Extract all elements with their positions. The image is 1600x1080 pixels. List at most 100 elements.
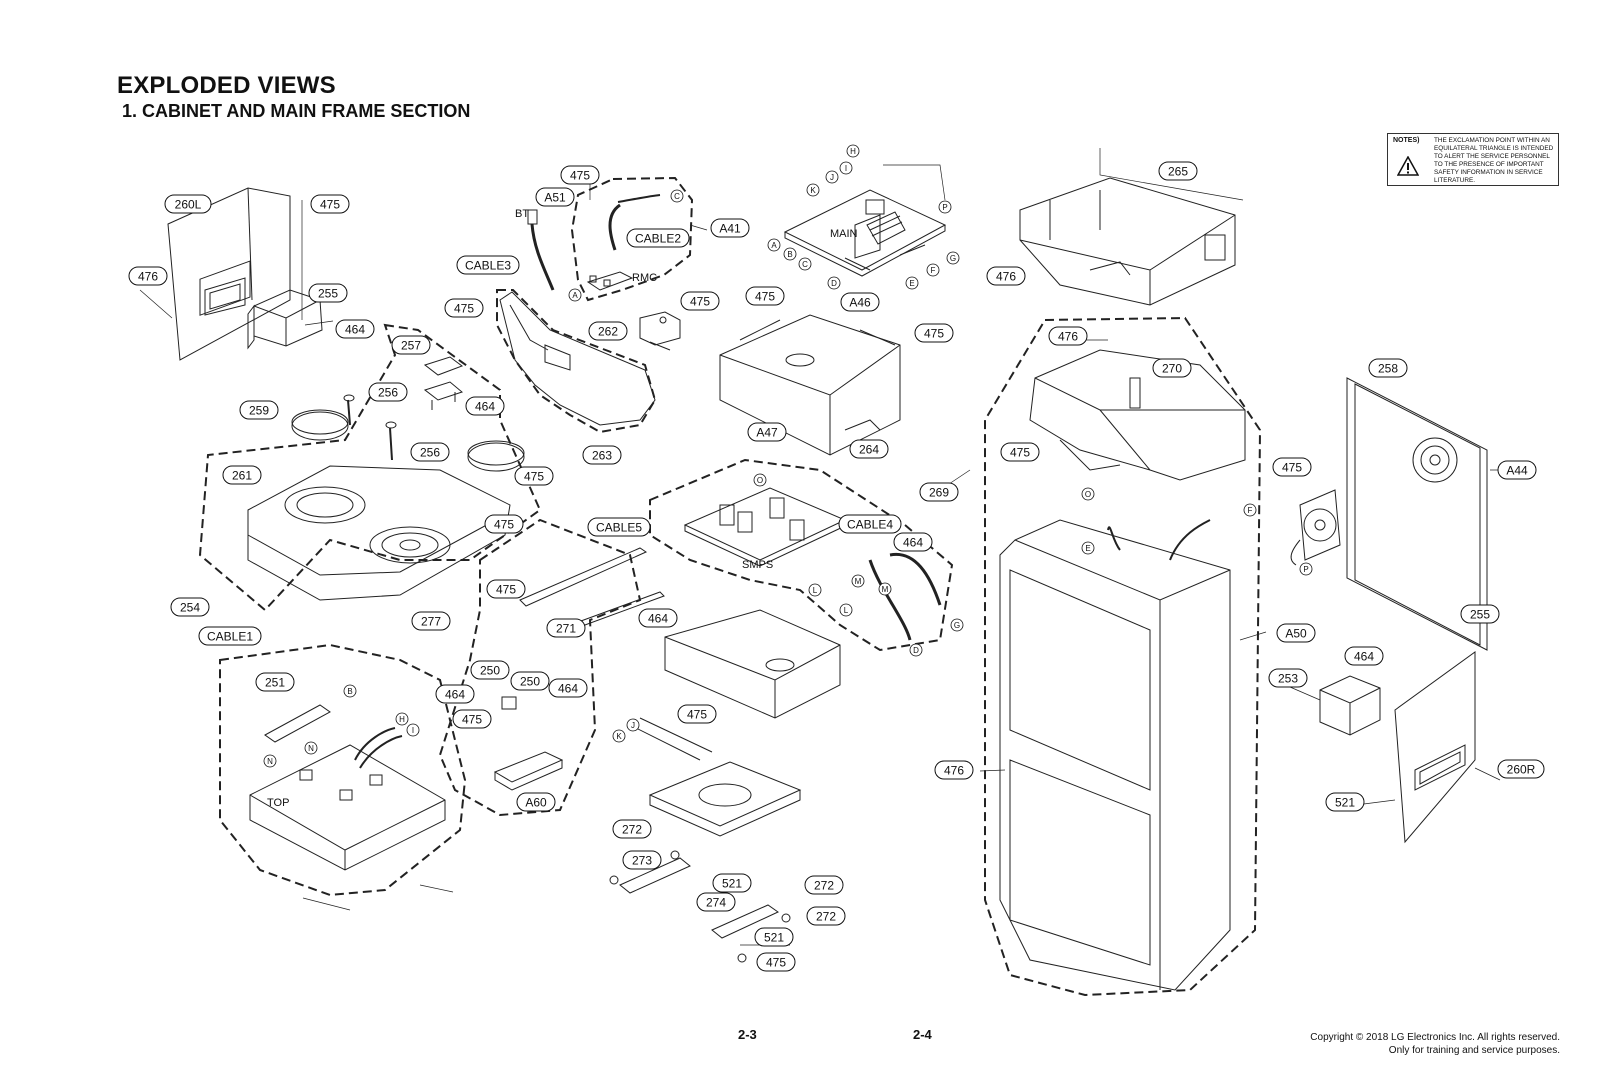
connector-circle xyxy=(950,618,964,632)
connector-circle xyxy=(395,712,409,726)
callout-text: 475 xyxy=(924,327,944,341)
callout-475: 475 xyxy=(452,709,492,729)
callout-text: 258 xyxy=(1378,362,1398,376)
part-253-bracket xyxy=(493,751,564,791)
callout-text: 475 xyxy=(524,470,544,484)
callout-521: 521 xyxy=(712,873,752,893)
connector-circle xyxy=(938,200,952,214)
connector-text: D xyxy=(913,646,919,655)
callout-pill xyxy=(588,321,628,341)
callout-272: 272 xyxy=(804,875,844,895)
connector-circle xyxy=(839,161,853,175)
callout-pill xyxy=(435,684,475,704)
callout-text: 272 xyxy=(814,879,834,893)
callout-476: 476 xyxy=(986,266,1026,286)
callout-text: 475 xyxy=(494,518,514,532)
connector-n: N xyxy=(263,754,277,768)
part-274-bracket xyxy=(711,904,779,939)
callout-pill xyxy=(745,286,785,306)
callout-text: A47 xyxy=(756,426,778,440)
connector-text: L xyxy=(844,606,849,615)
callout-pill xyxy=(638,608,678,628)
callout-text: 464 xyxy=(475,400,495,414)
page-number-right: 2-4 xyxy=(913,1027,932,1042)
callout-pill xyxy=(1344,646,1384,666)
callout-464: 464 xyxy=(435,684,475,704)
callout-251: 251 xyxy=(255,672,295,692)
callout-271: 271 xyxy=(546,618,586,638)
callout-pill xyxy=(754,927,794,947)
connector-text: B xyxy=(787,250,792,259)
callout-263: 263 xyxy=(582,445,622,465)
callout-text: 253 xyxy=(1278,672,1298,686)
callout-pill xyxy=(456,255,520,275)
callout-text: 475 xyxy=(320,198,340,212)
callout-274: 274 xyxy=(696,892,736,912)
connector-p: P xyxy=(938,200,952,214)
callout-text: 475 xyxy=(1010,446,1030,460)
connector-circle xyxy=(926,263,940,277)
callout-text: A60 xyxy=(525,796,547,810)
callout-260l: 260L xyxy=(164,194,212,214)
assembly-outline-a41 xyxy=(570,176,694,302)
connector-f: F xyxy=(1243,503,1257,517)
callout-264: 264 xyxy=(849,439,889,459)
cable5-wire xyxy=(868,559,912,641)
callout-text: 260R xyxy=(1507,763,1536,777)
board-label-main: MAIN xyxy=(830,228,858,240)
callout-pill xyxy=(1325,792,1365,812)
callout-text: 475 xyxy=(462,713,482,727)
callout-521: 521 xyxy=(754,927,794,947)
callout-cable2: CABLE2 xyxy=(626,228,690,248)
connector-f: F xyxy=(926,263,940,277)
callout-pill xyxy=(680,291,720,311)
callout-text: 272 xyxy=(816,910,836,924)
part-a50-board xyxy=(249,727,446,871)
connector-text: F xyxy=(931,266,936,275)
callout-476: 476 xyxy=(934,760,974,780)
connector-circle xyxy=(808,583,822,597)
connector-p: P xyxy=(1299,562,1313,576)
callout-pill xyxy=(1497,759,1545,779)
connector-text: D xyxy=(831,279,837,288)
connector-circle xyxy=(905,276,919,290)
callout-text: 521 xyxy=(1335,796,1355,810)
callout-text: A51 xyxy=(544,191,566,205)
callout-a44: A44 xyxy=(1497,460,1537,480)
callout-pill xyxy=(411,611,451,631)
connector-g: G xyxy=(950,618,964,632)
part-273-bracket xyxy=(619,857,691,894)
connector-h: H xyxy=(846,144,860,158)
callout-cable5: CABLE5 xyxy=(587,517,651,537)
callout-text: 475 xyxy=(496,583,516,597)
callout-text: CABLE1 xyxy=(207,630,253,644)
callout-pill xyxy=(255,672,295,692)
callout-260r: 260R xyxy=(1497,759,1545,779)
callout-cable1: CABLE1 xyxy=(198,626,262,646)
part-260R-bracket xyxy=(1394,651,1476,844)
connector-text: F xyxy=(1248,506,1253,515)
connector-c: C xyxy=(798,257,812,271)
connector-text: E xyxy=(909,279,914,288)
callout-253: 253 xyxy=(1268,668,1308,688)
part-263-chassis xyxy=(719,314,901,456)
connector-m: M xyxy=(878,582,892,596)
connector-text: P xyxy=(942,203,947,212)
callout-261: 261 xyxy=(222,465,262,485)
callout-text: CABLE5 xyxy=(596,521,642,535)
callout-pill xyxy=(310,194,350,214)
notes-label: NOTES) xyxy=(1393,137,1420,144)
callout-pill xyxy=(893,532,933,552)
connector-e: E xyxy=(1081,541,1095,555)
connector-circle xyxy=(798,257,812,271)
callout-262: 262 xyxy=(588,321,628,341)
connector-text: H xyxy=(850,147,856,156)
callout-text: 476 xyxy=(996,270,1016,284)
callout-pill xyxy=(914,323,954,343)
callout-pill xyxy=(128,266,168,286)
safety-notes-box: NOTES) THE EXCLAMATION POINT WITHIN AN E… xyxy=(1387,133,1559,186)
connector-circle xyxy=(827,276,841,290)
connector-circle xyxy=(1081,487,1095,501)
cable4-wire xyxy=(889,552,942,606)
